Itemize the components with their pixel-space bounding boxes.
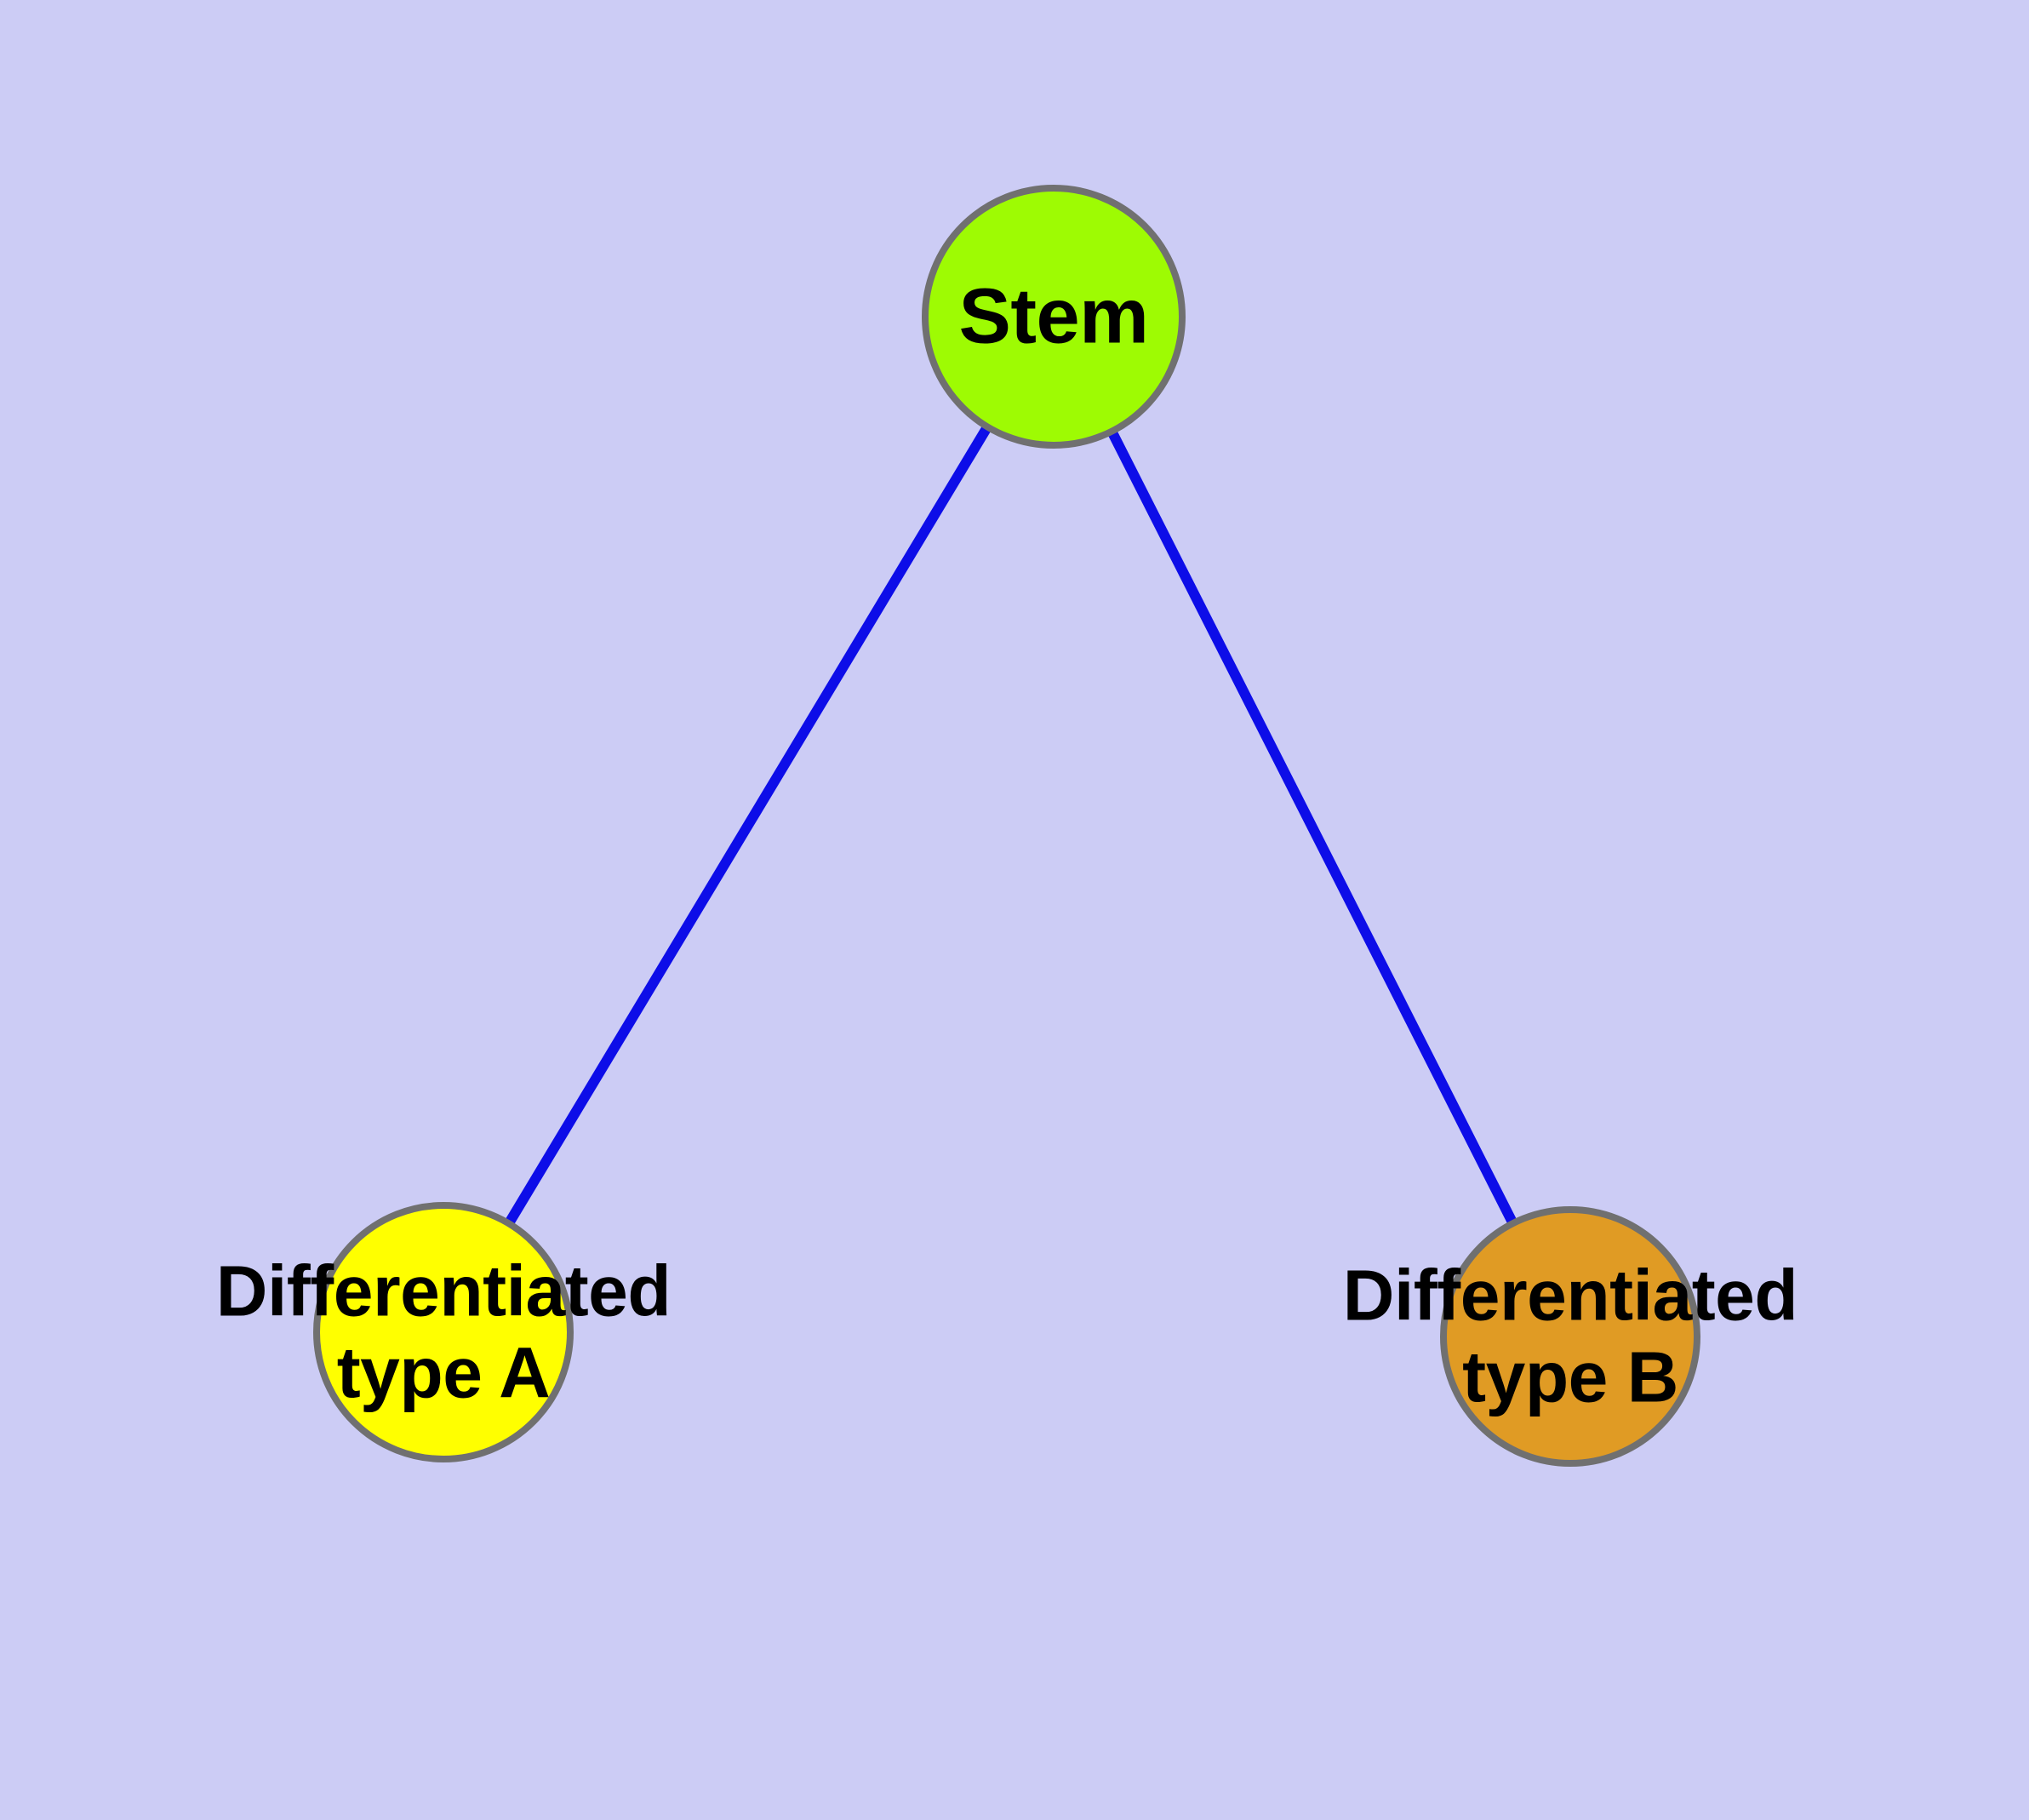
edge-stem-to-differentiated-type-a <box>438 313 1059 1336</box>
edge-stem-to-differentiated-type-b <box>1049 314 1575 1339</box>
node-differentiated-type-b[interactable] <box>1440 1206 1700 1467</box>
node-differentiated-type-a[interactable] <box>313 1202 574 1462</box>
node-stem[interactable] <box>922 185 1186 449</box>
